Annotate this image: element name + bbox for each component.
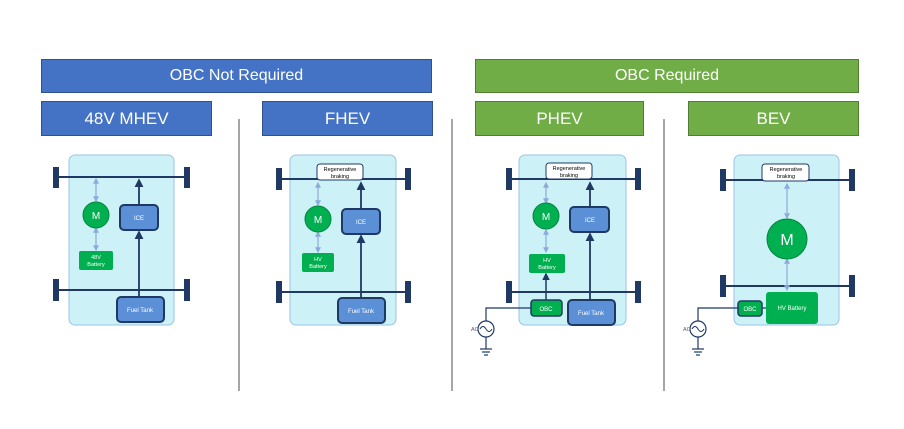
fhev-motor bbox=[304, 205, 332, 233]
phev-wheel bbox=[506, 281, 512, 303]
mhev-battery-label-1: 48V bbox=[91, 255, 101, 261]
phev-motor bbox=[532, 202, 560, 230]
fhev-battery-label-1: HV bbox=[314, 257, 322, 263]
bev-regen-label-2: braking bbox=[777, 174, 795, 180]
bev-wheel bbox=[849, 275, 855, 297]
bev-battery bbox=[766, 292, 818, 324]
fhev-regen-label-1: Regenerative bbox=[324, 167, 357, 173]
mhev-motor bbox=[82, 201, 110, 229]
phev-obc-label: OBC bbox=[539, 307, 553, 313]
mhev-title: 48V MHEV bbox=[41, 101, 212, 136]
phev-engine bbox=[569, 206, 610, 233]
divider-3 bbox=[663, 119, 665, 391]
phev-wheel bbox=[506, 168, 512, 190]
fhev-wheel bbox=[405, 168, 411, 190]
bev-wheel bbox=[720, 169, 726, 191]
phev-motor-label: M bbox=[542, 212, 550, 223]
mhev-wheel bbox=[184, 279, 190, 301]
fhev-engine-label: ICE bbox=[356, 220, 366, 226]
bev-battery-label: HV Battery bbox=[777, 306, 806, 312]
bev-ac-label: AC bbox=[683, 327, 691, 333]
fhev-battery-label-2: Battery bbox=[309, 264, 327, 270]
mhev-battery bbox=[79, 251, 113, 270]
mhev-fuel-label: Fuel Tank bbox=[127, 308, 154, 314]
mhev-wheel bbox=[53, 279, 59, 301]
phev-battery bbox=[529, 254, 565, 273]
phev-title: PHEV bbox=[475, 101, 644, 136]
phev-battery-label-2: Battery bbox=[538, 265, 556, 271]
divider-2 bbox=[451, 119, 453, 391]
bev-wheel bbox=[720, 275, 726, 297]
phev-wheel bbox=[635, 168, 641, 190]
phev-wheel bbox=[635, 281, 641, 303]
phev-diagram: Regenerative braking M ICE HV Battery OB… bbox=[471, 154, 641, 356]
mhev-engine bbox=[119, 204, 159, 231]
bev-wheel bbox=[849, 169, 855, 191]
bev-title: BEV bbox=[688, 101, 859, 136]
fhev-regen-box bbox=[316, 163, 364, 181]
fhev-wheel bbox=[276, 281, 282, 303]
mhev-wheel bbox=[53, 167, 59, 188]
bev-motor-label: M bbox=[780, 232, 793, 249]
fhev-title: FHEV bbox=[262, 101, 433, 136]
bev-obc-label: OBC bbox=[743, 307, 757, 313]
divider-1 bbox=[238, 119, 240, 391]
phev-fuel-tank bbox=[567, 299, 616, 326]
mhev-engine-label: ICE bbox=[134, 216, 144, 222]
fhev-battery bbox=[302, 253, 334, 272]
fhev-diagram: Regenerative braking M ICE HV Battery Fu… bbox=[276, 154, 411, 326]
fhev-fuel-tank bbox=[337, 297, 386, 324]
bev-diagram: Regenerative braking M OBC HV Battery AC bbox=[683, 154, 855, 356]
fhev-regen-label-2: braking bbox=[331, 174, 349, 180]
phev-regen-box bbox=[545, 162, 593, 180]
obc-not-required-header: OBC Not Required bbox=[41, 59, 432, 93]
phev-ac-label: AC bbox=[471, 327, 479, 333]
phev-battery-label-1: HV bbox=[543, 258, 551, 264]
bev-motor bbox=[766, 218, 808, 260]
mhev-battery-label-2: Battery bbox=[87, 262, 105, 268]
bev-regen-label-1: Regenerative bbox=[770, 167, 803, 173]
phev-regen-label-2: braking bbox=[560, 173, 578, 179]
fhev-motor-label: M bbox=[314, 215, 322, 226]
bev-regen-box bbox=[761, 163, 810, 182]
phev-regen-label-1: Regenerative bbox=[553, 166, 586, 172]
mhev-wheel bbox=[184, 167, 190, 188]
phev-fuel-label: Fuel Tank bbox=[578, 311, 605, 317]
phev-engine-label: ICE bbox=[585, 218, 595, 224]
fhev-wheel bbox=[276, 168, 282, 190]
fhev-wheel bbox=[405, 281, 411, 303]
mhev-fuel-tank bbox=[116, 296, 165, 323]
fhev-engine bbox=[341, 208, 381, 235]
mhev-motor-label: M bbox=[92, 211, 100, 222]
fhev-fuel-label: Fuel Tank bbox=[348, 309, 375, 315]
mhev-diagram: M ICE 48V Battery Fuel Tank bbox=[53, 154, 190, 326]
obc-required-header: OBC Required bbox=[475, 59, 859, 93]
